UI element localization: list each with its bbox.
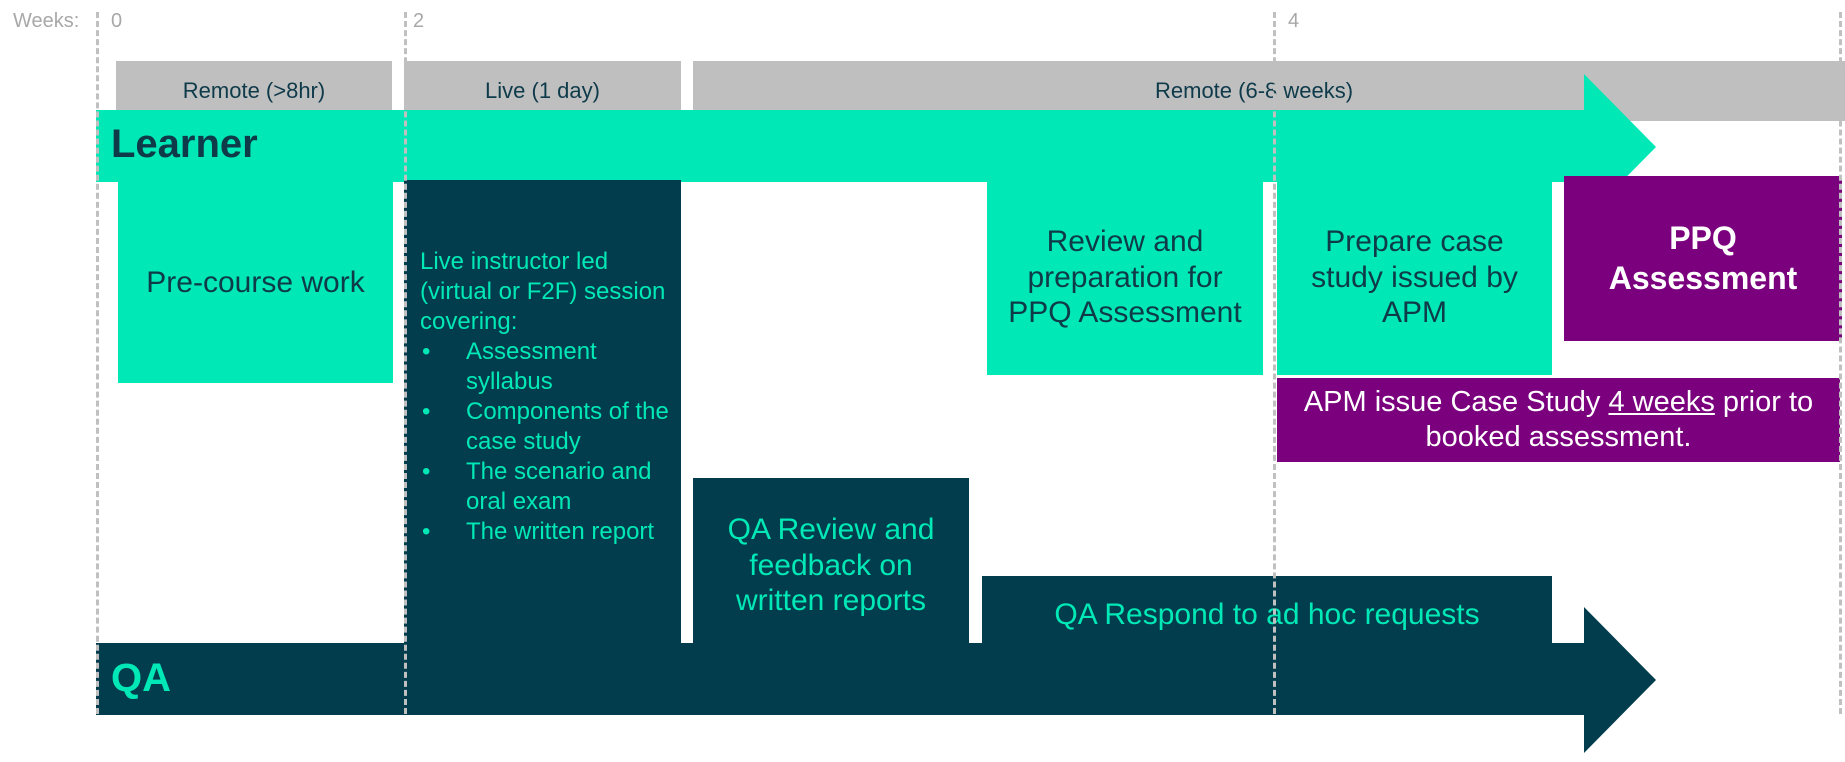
week-tick-2: 2 [413,10,425,32]
week-gridline-0 [96,12,99,714]
live-topic-item: Assessment syllabus [420,337,669,397]
qa-respond-text: QA Respond to ad hoc requests [1054,597,1480,631]
learner-lane-arrow [96,74,1656,220]
live-topic-item: The scenario and oral exam [420,457,669,517]
qa-respond-box: QA Respond to ad hoc requests [982,576,1552,653]
pre-course-work-text: Pre-course work [146,265,365,299]
apm-note-text: APM issue Case Study 4 weeks prior to bo… [1295,385,1822,455]
live-session-intro: Live instructor led (virtual or F2F) ses… [420,248,666,335]
live-topic-item: The written report [420,517,669,547]
ppq-assessment-box: PPQ Assessment [1564,176,1842,341]
week-gridline-4 [1273,12,1276,714]
learner-lane-label: Learner [111,122,258,166]
week-tick-4: 4 [1288,10,1300,32]
apm-case-study-note: APM issue Case Study 4 weeks prior to bo… [1277,378,1840,462]
live-topic-item: Components of the case study [420,397,669,457]
week-tick-0: 0 [111,10,123,32]
apm-note-weeks: 4 weeks [1608,386,1715,419]
qa-review-feedback-text: QA Review and feedback on written report… [727,513,935,618]
weeks-axis-label: Weeks: [13,10,80,32]
apm-note-before: APM issue Case Study [1303,386,1609,419]
prepare-case-study-box: Prepare case study issued by APM [1277,180,1552,375]
qa-lane-label: QA [111,656,171,700]
week-gridline-2 [404,12,407,714]
ppq-assessment-text: PPQ Assessment [1608,220,1798,296]
review-preparation-box: Review and preparation for PPQ Assessmen… [987,180,1263,375]
qa-review-feedback-box: QA Review and feedback on written report… [693,478,969,653]
week-gridline-end [1839,12,1842,714]
live-session-box: Live instructor led (virtual or F2F) ses… [404,180,681,650]
prepare-case-study-text: Prepare case study issued by APM [1311,225,1518,330]
pre-course-work-box: Pre-course work [118,182,393,383]
live-session-topics: Assessment syllabus Components of the ca… [420,337,669,547]
review-preparation-text: Review and preparation for PPQ Assessmen… [1008,225,1242,330]
apm-note-after: prior to booked assessment. [1425,386,1814,453]
